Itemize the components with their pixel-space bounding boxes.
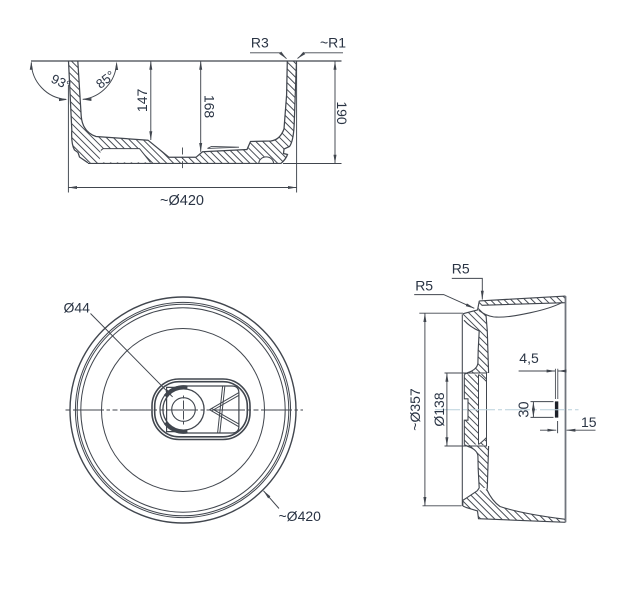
svg-text:168: 168 — [202, 95, 218, 119]
svg-text:30: 30 — [517, 401, 533, 417]
svg-text:~Ø420: ~Ø420 — [279, 508, 322, 524]
svg-text:Ø44: Ø44 — [64, 300, 91, 316]
svg-text:15: 15 — [581, 414, 597, 430]
svg-text:Ø138: Ø138 — [431, 392, 447, 426]
svg-text:~Ø357: ~Ø357 — [407, 388, 423, 431]
svg-text:R5: R5 — [415, 278, 433, 294]
svg-text:190: 190 — [334, 101, 350, 125]
svg-text:147: 147 — [134, 89, 150, 113]
svg-text:~R1: ~R1 — [320, 35, 346, 51]
svg-text:85°: 85° — [93, 68, 118, 92]
svg-text:R5: R5 — [452, 260, 470, 276]
svg-text:4,5: 4,5 — [519, 350, 539, 366]
svg-text:~Ø420: ~Ø420 — [160, 193, 204, 209]
svg-text:R3: R3 — [251, 35, 269, 51]
